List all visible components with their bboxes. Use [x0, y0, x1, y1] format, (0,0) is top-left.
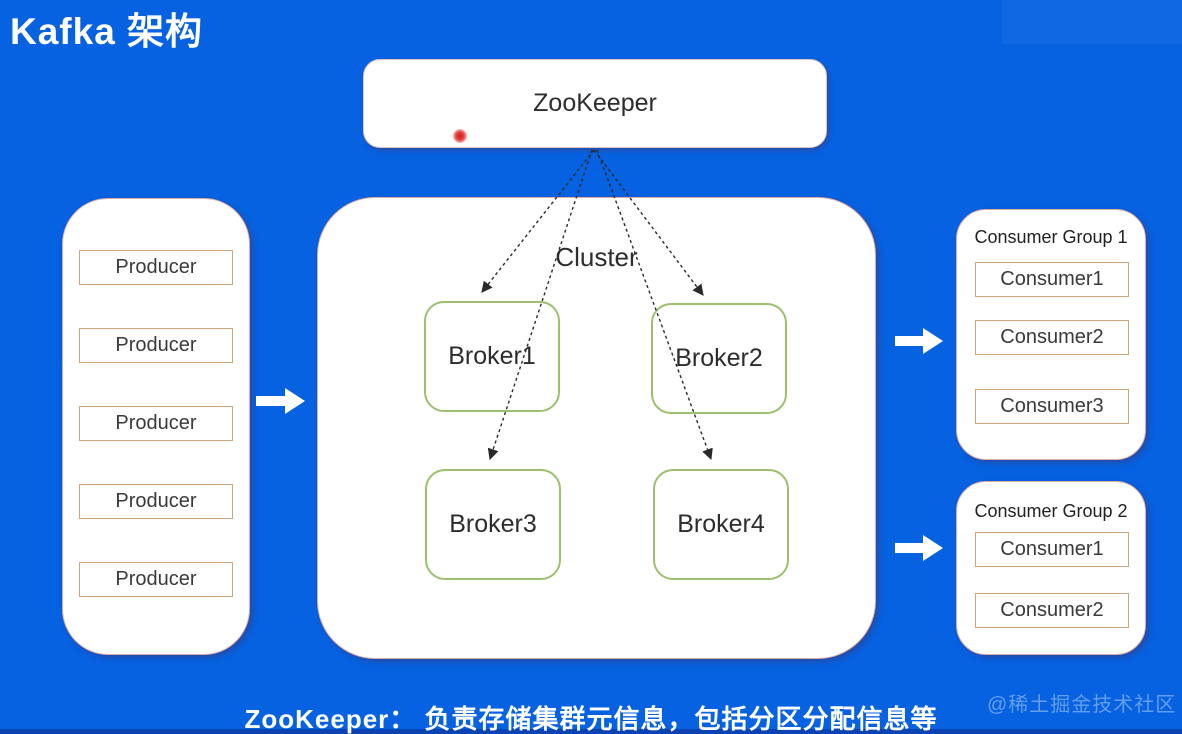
broker3-node: Broker3 — [425, 469, 561, 580]
laser-pointer-dot — [453, 129, 467, 143]
consumer-group-2: Consumer Group 2 Consumer1 Consumer2 — [956, 481, 1146, 655]
consumer-node: Consumer2 — [975, 593, 1129, 628]
arrow-right-icon-cluster-to-group1 — [895, 328, 943, 354]
broker1-node: Broker1 — [424, 301, 560, 412]
arrow-right-icon-cluster-to-group2 — [895, 535, 943, 561]
consumer-node: Consumer3 — [975, 389, 1129, 424]
producer-node: Producer — [79, 562, 233, 597]
page-title: Kafka 架构 — [10, 11, 204, 52]
broker4-node: Broker4 — [653, 469, 789, 580]
producer-node: Producer — [79, 484, 233, 519]
caption-text: ZooKeeper： 负责存储集群元信息，包括分区分配信息等 — [244, 704, 938, 734]
producer-node: Producer — [79, 250, 233, 285]
consumer-node: Consumer2 — [975, 320, 1129, 355]
top-right-highlight-band — [1002, 0, 1182, 44]
bottom-bar — [0, 729, 1182, 734]
consumer-group-2-title: Consumer Group 2 — [974, 501, 1128, 521]
arrow-right-icon-producers-to-cluster — [256, 388, 305, 414]
cluster-label: Cluster — [555, 242, 638, 272]
zookeeper-node: ZooKeeper — [363, 59, 827, 148]
producer-node: Producer — [79, 328, 233, 363]
consumer-node: Consumer1 — [975, 532, 1129, 567]
consumer-group-1-title: Consumer Group 1 — [974, 227, 1128, 247]
producer-node: Producer — [79, 406, 233, 441]
watermark-text: @稀土掘金技术社区 — [987, 694, 1177, 716]
producers-container: Producer Producer Producer Producer Prod… — [62, 198, 250, 655]
broker2-node: Broker2 — [651, 303, 787, 414]
consumer-group-1: Consumer Group 1 Consumer1 Consumer2 Con… — [956, 209, 1146, 460]
cluster-container: Cluster Broker1 Broker2 Broker3 Broker4 — [317, 197, 876, 659]
consumer-node: Consumer1 — [975, 262, 1129, 297]
